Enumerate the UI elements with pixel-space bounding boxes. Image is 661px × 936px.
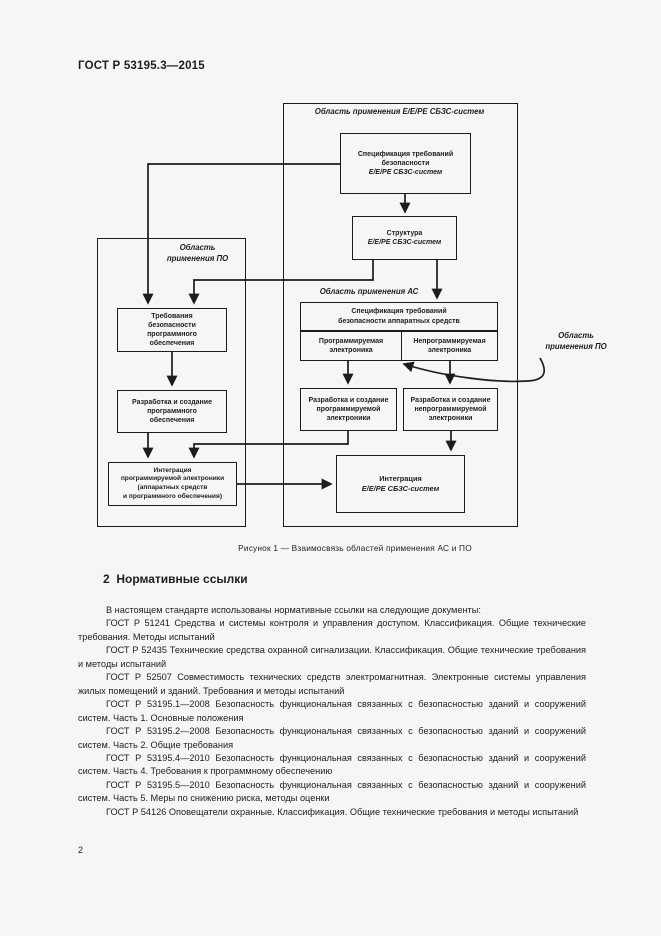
paragraph: ГОСТ Р 51241 Средства и системы контроля… [78,618,586,642]
paragraph: ГОСТ Р 52435 Технические средства охранн… [78,645,586,669]
box-pe-development-text: Разработка и создание программируемой эл… [308,396,389,423]
paragraph: ГОСТ Р 52507 Совместимость технических с… [78,672,586,696]
label-side-po: Область применения ПО [545,331,607,351]
box-spec-eepe-text: Спецификация требований безопасности [357,150,454,167]
paragraph: ГОСТ Р 53195.4—2010 Безопасность функцио… [78,752,586,777]
box-software-requirements-text: Требования безопасности программного обе… [147,312,197,348]
box-eepe-integration: Интеграция Е/Е/РЕ СБЗС-систем [336,455,465,513]
figure-caption: Рисунок 1 — Взаимосвязь областей примене… [238,543,472,553]
box-pe-development: Разработка и создание программируемой эл… [300,388,397,431]
box-eepe-integration-text: Интеграция [379,474,422,484]
box-pe-integration: Интеграция программируемой электроники (… [108,462,237,506]
box-software-development-text: Разработка и создание программного обесп… [132,398,212,425]
section-body: В настоящем стандарте использованы норма… [78,604,586,819]
box-structure-subtext: Е/Е/РЕ СБЗС-систем [367,239,442,246]
box-npe-development: Разработка и создание непрограммируемой … [403,388,498,431]
region-eepe-systems [283,103,518,527]
label-region-as: Область применения АС [319,287,419,296]
box-structure: Структура Е/Е/РЕ СБЗС-систем [352,216,457,260]
box-structure-text: Структура [386,229,423,237]
paragraph: В настоящем стандарте использованы норма… [106,605,481,615]
box-spec-hardware-text: Спецификация требований безопасности апп… [338,308,460,325]
box-pe-integration-text: Интеграция программируемой электроники (… [120,466,225,500]
box-eepe-integration-subtext: Е/Е/РЕ СБЗС-систем [361,484,440,493]
label-region-po: Область применения ПО [166,243,229,263]
box-spec-hardware: Спецификация требований безопасности апп… [300,302,498,331]
paragraph: ГОСТ Р 53195.2—2008 Безопасность функцио… [78,726,586,750]
section-heading: 2 Нормативные ссылки [103,572,248,586]
page-number: 2 [78,845,84,855]
paragraph: ГОСТ Р 53195.1—2008 Безопасность функцио… [78,699,586,723]
box-nonprogrammable-electronics: Непрограммируемая электроника [401,331,498,361]
box-software-development: Разработка и создание программного обесп… [117,390,227,433]
document-header: ГОСТ Р 53195.3—2015 [78,60,205,72]
box-spec-eepe-subtext: Е/Е/РЕ СБЗС-систем [368,169,443,177]
box-software-requirements: Требования безопасности программного обе… [117,308,227,352]
box-programmable-electronics-text: Программируемая электроника [318,337,384,354]
box-programmable-electronics: Программируемая электроника [300,331,402,361]
paragraph: ГОСТ Р 53195.5—2010 Безопасность функцио… [78,779,586,804]
box-nonprogrammable-electronics-text: Непрограммируемая электроника [413,337,486,354]
box-spec-eepe: Спецификация требований безопасности Е/Е… [340,133,471,194]
paragraph: ГОСТ Р 54126 Оповещатели охранные. Класс… [106,806,579,817]
box-npe-development-text: Разработка и создание непрограммируемой … [410,396,491,423]
label-region-eepe: Область применения Е/Е/РЕ СБЗС-систем [314,107,485,116]
